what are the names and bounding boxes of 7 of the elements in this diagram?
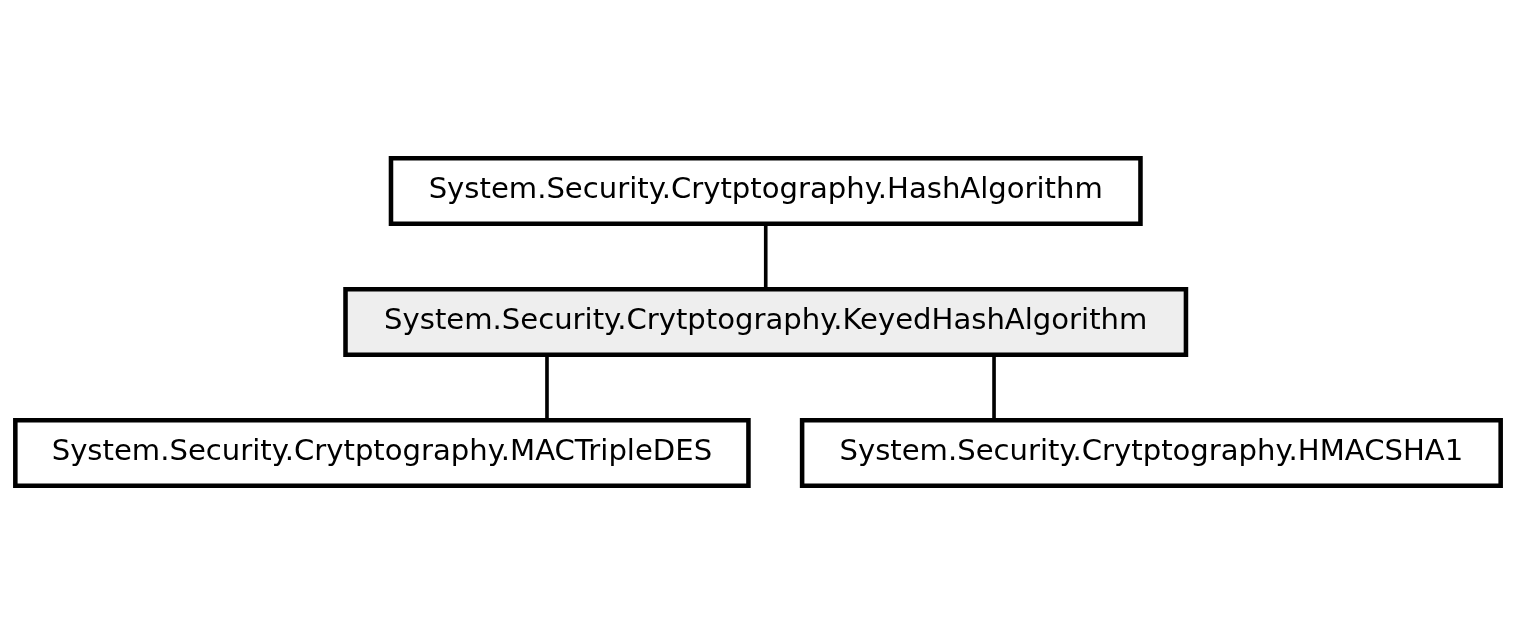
connector	[992, 355, 996, 420]
connector	[545, 355, 549, 420]
node-box: System.Security.Crytptography.HMACSHA1	[799, 417, 1503, 488]
node-box: System.Security.Crytptography.KeyedHashAlgorithm	[343, 287, 1189, 357]
connector	[763, 224, 768, 289]
node-box: System.Security.Crytptography.HashAlgorithm	[388, 156, 1143, 227]
node-box: System.Security.Crytptography.MACTripleDES	[13, 417, 751, 488]
